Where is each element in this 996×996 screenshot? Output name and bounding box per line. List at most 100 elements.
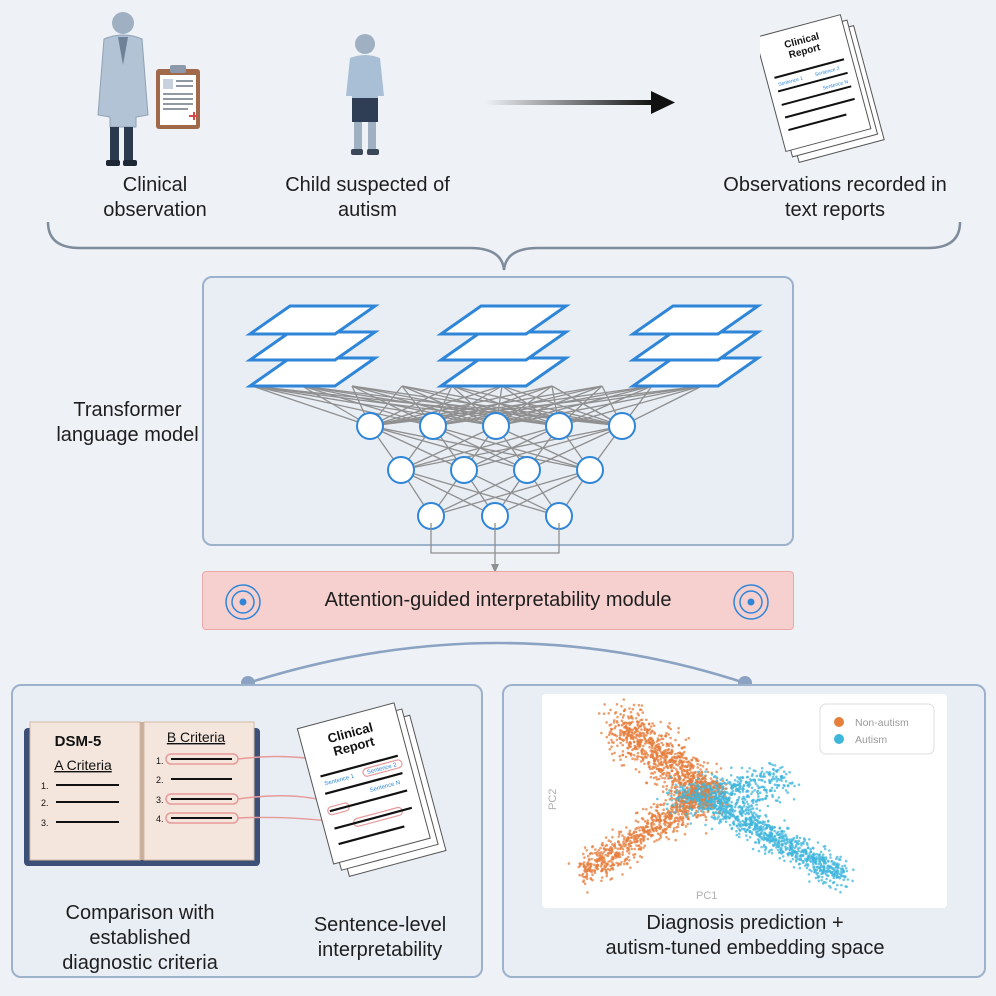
scatter-point [620,861,623,864]
scatter-point [618,843,621,846]
scatter-point [631,707,635,711]
scatter-point [644,756,647,759]
scatter-point [671,808,674,812]
scatter-point [641,711,645,714]
scatter-point [758,774,762,778]
scatter-point [707,787,711,791]
scatter-point [656,737,660,740]
scatter-point [657,838,661,841]
scatter-point [670,796,674,800]
scatter-point [843,864,847,867]
scatter-point [621,847,625,851]
child-illustration [346,34,384,155]
scatter-point [684,756,687,760]
scatter-point [760,837,764,841]
scatter-point [615,703,619,706]
scatter-point [835,871,839,874]
scatter-point [613,719,616,722]
scatter-point [683,750,686,754]
scatter-point [685,800,688,803]
scatter-point [839,890,842,894]
scatter-point [645,821,649,824]
scatter-point [851,879,854,883]
scatter-point [767,850,771,854]
scatter-point [664,828,667,831]
scatter-point [685,812,689,816]
scatter-point [600,879,603,883]
scatter-point [805,866,809,870]
scatter-point [664,816,668,819]
scatter-point [648,833,651,836]
scatter-point [700,777,704,781]
scatter-point [619,729,622,732]
scatter-point [824,856,828,859]
scatter-point [775,783,779,787]
scatter-point [819,850,823,854]
scatter-point [742,823,745,827]
scatter-point [709,777,713,780]
network-node [356,412,384,440]
scatter-point [677,726,680,730]
scatter-point [704,818,708,822]
scatter-point [585,849,588,852]
scatter-point [652,766,656,769]
scatter-point [832,863,836,866]
scatter-point [737,822,740,826]
scatter-point [794,844,798,847]
scatter-point [808,854,811,857]
scatter-point [746,770,749,773]
scatter-point [740,806,743,810]
scatter-point [676,785,679,788]
scatter-point [840,883,843,887]
scatter-point [829,865,833,868]
scatter-point [777,796,781,799]
legend-autism: Autism [855,734,887,746]
scatter-point [760,766,764,770]
scatter-point [637,755,640,758]
scatter-point [645,781,649,785]
scatter-point [783,859,786,863]
scatter-point [821,875,824,879]
scatter-point [648,739,651,742]
scatter-point [667,777,670,780]
scatter-point [669,775,672,779]
scatter-point [821,871,824,875]
scatter-point [672,806,675,809]
scatter-point [615,861,618,865]
scatter-point [814,861,817,864]
scatter-point [582,875,585,879]
scatter-point [639,755,643,759]
scatter-point [650,754,653,758]
scatter-point [652,818,655,822]
scatter-point [793,846,796,850]
scatter-point [783,819,786,822]
scatter-point [748,829,752,833]
scatter-point [714,790,718,794]
scatter-point [823,847,827,851]
scatter-point [772,768,775,771]
scatter-point [739,825,743,828]
scatter-point [776,799,779,802]
scatter-point [604,836,608,839]
scatter-point [749,822,752,825]
scatter-point [782,783,786,787]
scatter-point [601,859,604,862]
scatter-point [638,708,642,711]
scatter-point [599,846,602,850]
scatter-point [673,820,677,823]
scatter-point [688,777,692,781]
scatter-point [649,806,653,809]
scatter-point [639,739,643,742]
scatter-point [669,742,672,745]
scatter-point [745,800,749,804]
scatter-point [696,783,700,787]
scatter-point [634,836,637,840]
scatter-point [689,774,693,778]
scatter-point [715,762,718,766]
scatter-point [667,743,670,746]
scatter-point [603,850,606,853]
scatter-point [690,758,693,762]
scatter-point [655,809,659,813]
scatter-point [670,792,673,795]
scatter-point [760,770,764,773]
